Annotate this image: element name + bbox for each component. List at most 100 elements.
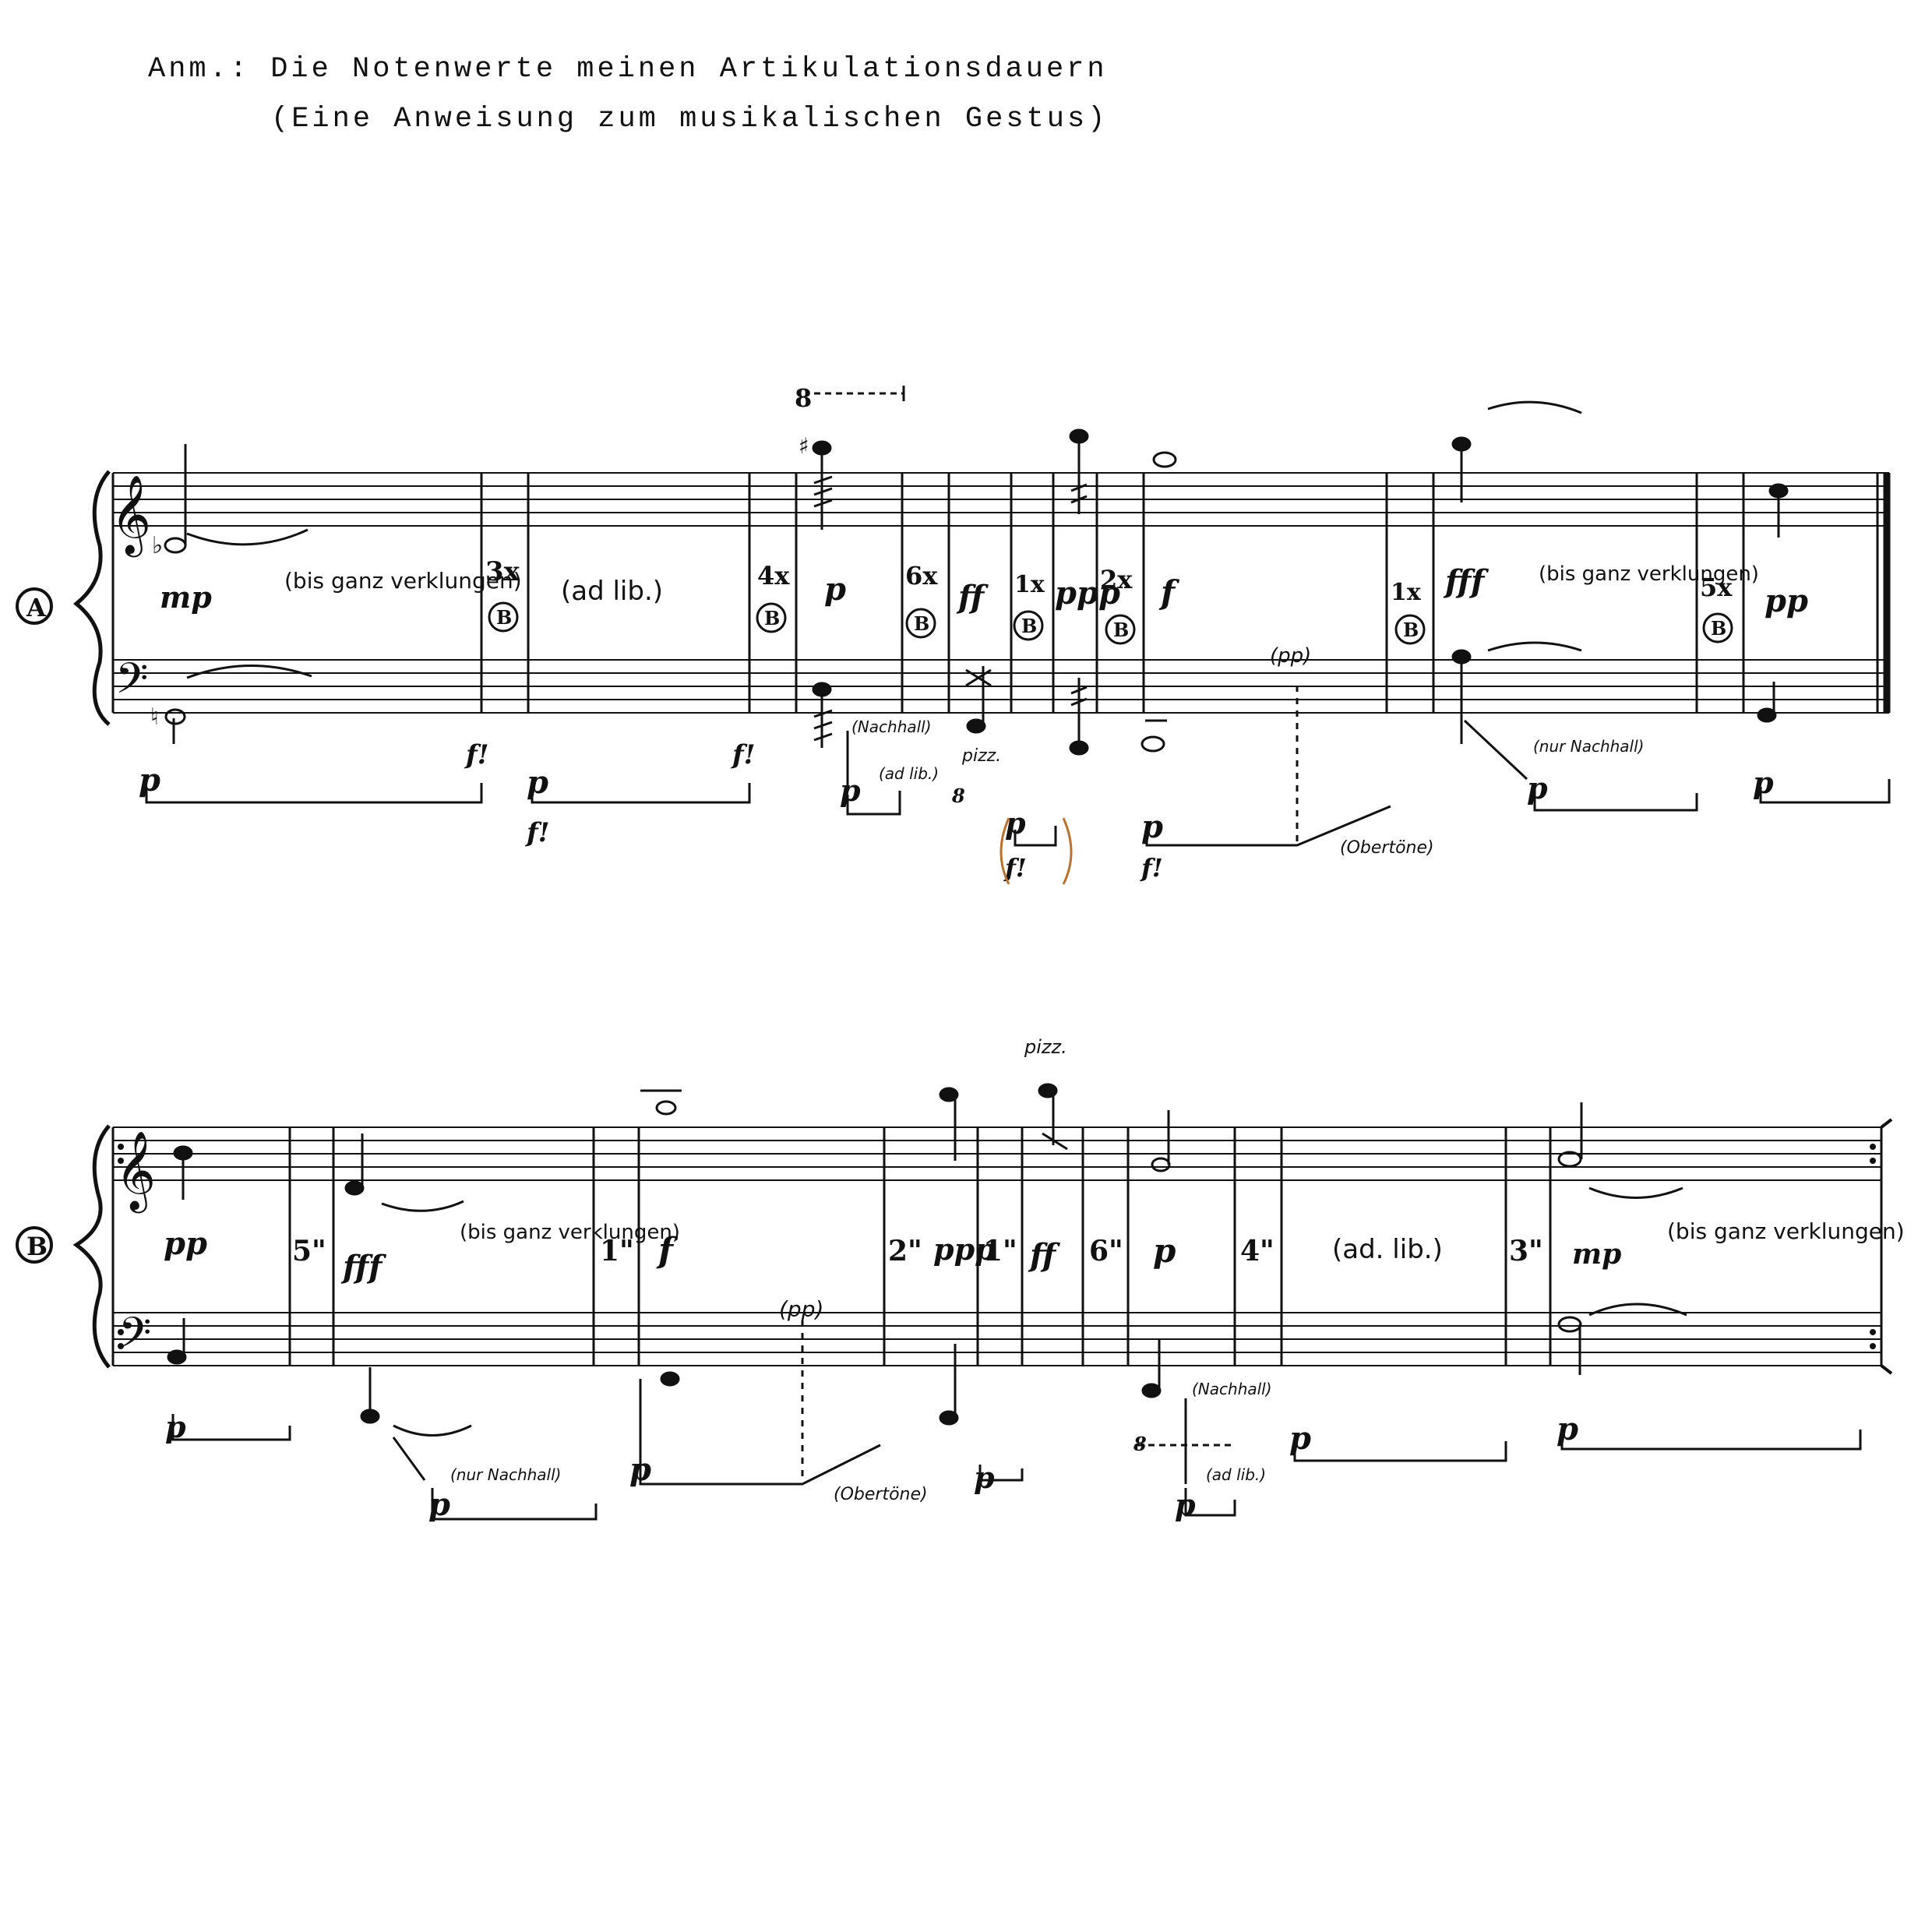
svg-text:p: p [840, 773, 861, 808]
svg-text:(Nachhall): (Nachhall) [851, 717, 932, 736]
system-brace [73, 470, 111, 726]
system-b: B 𝄞 𝄢 [16, 1036, 1905, 1523]
performance-text: (bis ganz verklungen) [1667, 1218, 1905, 1244]
svg-text:♯: ♯ [799, 433, 809, 459]
svg-text:B: B [764, 607, 780, 629]
svg-text:p: p [1289, 1420, 1311, 1457]
timings-b: 5" 1" 2" 1" 6" 4" 3" [292, 1235, 1543, 1267]
svg-text:p: p [629, 1451, 651, 1488]
svg-text:2x: 2x [1100, 565, 1133, 594]
repeat-markers-a: 3x 4x 6x 1x 2x 1x 5x [485, 556, 1733, 606]
svg-text:(pp): (pp) [779, 1296, 823, 1322]
repeat-circles-a [488, 601, 1733, 645]
svg-text:p: p [1527, 770, 1548, 806]
svg-text:p: p [1175, 1487, 1196, 1522]
ottava-mark: 8 [795, 383, 812, 413]
treble-staff [113, 472, 1889, 527]
svg-text:f!: f! [464, 739, 489, 770]
performance-text: (bis ganz verklungen) [460, 1221, 680, 1244]
dynamic-mark: ppp [1055, 575, 1120, 612]
svg-text:5": 5" [292, 1235, 326, 1267]
below-markings-a: p f! p f! f! p (ad lib.) (Nachhall) pizz… [139, 644, 1774, 883]
treble-clef: 𝄞 [111, 474, 151, 558]
svg-text:(Obertöne): (Obertöne) [834, 1485, 928, 1504]
dynamic-mark: fff [1443, 563, 1489, 600]
barlines [111, 473, 1879, 713]
svg-text:(nur Nachhall): (nur Nachhall) [450, 1465, 561, 1484]
svg-text:8: 8 [951, 784, 965, 807]
svg-text:p: p [1005, 806, 1026, 841]
bracket-right [1062, 817, 1073, 885]
dynamics-b: pp fff f ppp ff p mp [164, 1225, 1621, 1285]
bass-staff [113, 1312, 1881, 1366]
bass-clef: 𝄢 [118, 1308, 151, 1368]
svg-text:f!: f! [1003, 853, 1027, 883]
repeat-circle-labels-a: B B B B B B B [496, 606, 1726, 641]
pedal-brackets-b [171, 1414, 1862, 1521]
dynamic-mark: p [824, 571, 846, 608]
section-label-a: A [26, 593, 47, 622]
bracket-left [999, 817, 1010, 885]
section-marker-b [16, 1226, 53, 1264]
performance-text: (ad lib.) [561, 576, 663, 607]
pedal-brackets-a [145, 686, 1891, 847]
svg-text:6": 6" [1089, 1235, 1123, 1267]
dynamic-mark: mp [160, 580, 212, 615]
svg-text:(ad lib.): (ad lib.) [1206, 1465, 1266, 1484]
notes-b [167, 1083, 1687, 1484]
svg-text:p: p [1557, 1411, 1578, 1447]
svg-text:1x: 1x [1014, 571, 1045, 598]
svg-text:pizz.: pizz. [1024, 1036, 1067, 1058]
dynamic-mark: p [1153, 1232, 1176, 1270]
barlines [111, 1127, 1883, 1366]
svg-text:(Nachhall): (Nachhall) [1192, 1380, 1272, 1398]
svg-text:(pp): (pp) [1270, 644, 1311, 668]
svg-text:p: p [165, 1409, 186, 1444]
performance-text: (ad. lib.) [1332, 1234, 1443, 1265]
performance-text: (bis ganz verklungen) [1539, 562, 1759, 586]
svg-text:B: B [496, 606, 512, 629]
svg-text:B: B [1021, 615, 1037, 637]
svg-text:(nur Nachhall): (nur Nachhall) [1533, 737, 1644, 756]
below-markings-b: p (nur Nachhall) p p (pp) (Obertöne) p (… [165, 1036, 1578, 1523]
annotation-line-2: (Eine Anweisung zum musikalischen Gestus… [271, 103, 1109, 136]
annotation-line-1: Anm.: Die Notenwerte meinen Artikulation… [148, 53, 1108, 86]
svg-text:4x: 4x [757, 561, 790, 591]
dynamic-mark: ff [1028, 1237, 1060, 1274]
svg-text:(Obertöne): (Obertöne) [1340, 838, 1434, 858]
repeat-dots [118, 1144, 1876, 1349]
svg-text:3": 3" [1509, 1235, 1543, 1267]
svg-text:6x: 6x [905, 561, 938, 591]
svg-text:5x: 5x [1700, 573, 1733, 602]
treble-staff [113, 1126, 1881, 1181]
svg-text:f!: f! [1140, 853, 1163, 883]
system-a: A 𝄞 𝄢 ♭ [16, 383, 1891, 885]
svg-text:1": 1" [983, 1235, 1017, 1267]
bass-staff [113, 659, 1889, 714]
dynamic-mark: pp [164, 1225, 207, 1262]
svg-text:f!: f! [731, 739, 756, 770]
svg-text:p: p [1753, 765, 1774, 800]
svg-text:B: B [1711, 617, 1726, 640]
dynamic-mark: ppp [933, 1232, 996, 1267]
svg-text:p: p [1141, 809, 1163, 845]
svg-text:2": 2" [888, 1235, 922, 1267]
svg-text:(ad lib.): (ad lib.) [879, 764, 939, 783]
svg-text:B: B [1113, 619, 1129, 641]
dynamic-mark: fff [340, 1249, 386, 1285]
svg-text:4": 4" [1240, 1235, 1274, 1267]
svg-text:f!: f! [525, 817, 550, 848]
svg-text:p: p [139, 762, 160, 799]
notes-a: ♭ ♮ ♯ [150, 400, 1789, 756]
svg-text:3x: 3x [485, 556, 520, 587]
svg-text:B: B [1403, 619, 1419, 641]
system-brace [72, 1124, 111, 1369]
bass-clef: 𝄢 [115, 654, 148, 714]
svg-text:pizz.: pizz. [961, 746, 1001, 766]
svg-text:p: p [974, 1460, 995, 1495]
svg-text:p: p [527, 764, 548, 801]
svg-text:♮: ♮ [150, 703, 159, 731]
svg-text:1x: 1x [1391, 579, 1422, 606]
svg-text:p: p [428, 1486, 450, 1523]
